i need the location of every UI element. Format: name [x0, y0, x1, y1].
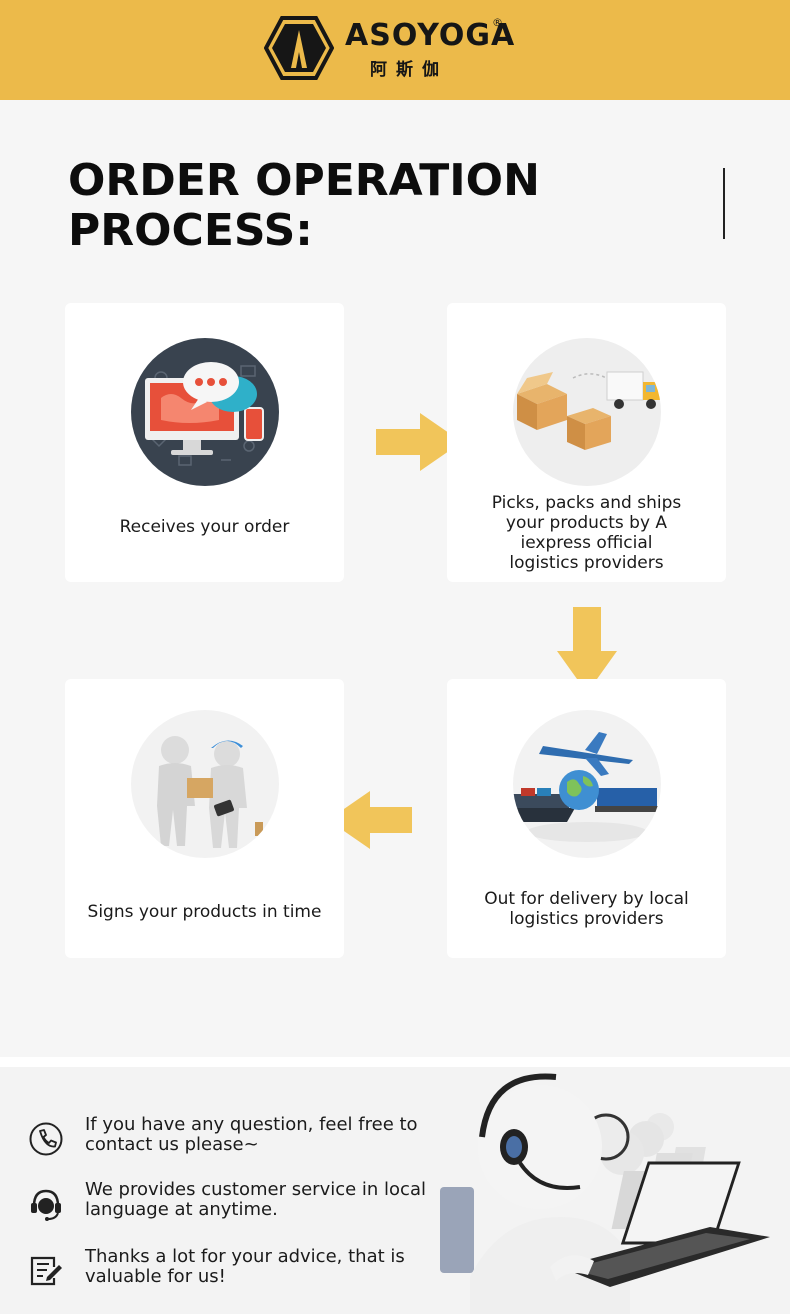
step-text-line: your products by A	[505, 513, 668, 533]
plane-globe-ship-icon	[513, 710, 661, 858]
step-text-out-for-delivery: Out for delivery by local logistics prov…	[447, 889, 726, 929]
step-text-line: logistics providers	[509, 553, 664, 573]
title-divider	[723, 168, 725, 239]
registered-mark: ®	[492, 16, 503, 29]
contact-text-line: valuable for us!	[85, 1266, 226, 1287]
step-text-line: Picks, packs and ships	[491, 493, 682, 513]
step-card-receive-order: Receives your order	[65, 303, 344, 582]
brand-chinese-name: 阿斯伽	[370, 60, 448, 80]
arrow-left-icon	[328, 791, 412, 849]
step-text-line: Out for delivery by local	[484, 889, 689, 909]
page-title-line2: PROCESS:	[68, 205, 313, 256]
contact-text-feedback: Thanks a lot for your advice, that is va…	[85, 1247, 430, 1287]
step-text-line: iexpress official	[520, 533, 653, 553]
contact-text-line: contact us please~	[85, 1134, 259, 1155]
step-card-pick-pack-ship: Picks, packs and ships your products by …	[447, 303, 726, 582]
contact-text-line: We provides customer service in local	[85, 1179, 426, 1200]
contact-text-line: Thanks a lot for your advice, that is	[85, 1246, 405, 1267]
page-title: ORDER OPERATION PROCESS:	[68, 156, 628, 256]
arrow-right-icon	[376, 413, 462, 471]
handover-package-icon	[131, 710, 279, 858]
step-card-sign-products: Signs your products in time	[65, 679, 344, 958]
step-text-receive-order: Receives your order	[119, 517, 290, 537]
step-text-line: logistics providers	[509, 909, 664, 929]
headset-icon	[31, 1189, 61, 1221]
contact-text-service: We provides customer service in local la…	[85, 1180, 430, 1220]
page-title-line1: ORDER OPERATION	[68, 155, 540, 206]
logo-hex-icon	[264, 16, 334, 80]
customer-service-agents-illustration	[440, 1073, 770, 1314]
step-text-pick-pack-ship: Picks, packs and ships your products by …	[447, 493, 726, 573]
step-text-sign-products: Signs your products in time	[87, 902, 322, 922]
arrow-down-icon	[557, 607, 617, 693]
header-bar: ASOYOGA ® 阿斯伽	[0, 0, 790, 100]
feedback-icon	[30, 1256, 62, 1286]
contact-text-line: If you have any question, feel free to	[85, 1114, 418, 1135]
brand-name: ASOYOGA	[345, 18, 516, 53]
contact-text-question: If you have any question, feel free to c…	[85, 1115, 430, 1155]
contact-text-line: language at anytime.	[85, 1199, 278, 1220]
step-card-out-for-delivery: Out for delivery by local logistics prov…	[447, 679, 726, 958]
order-screen-icon	[131, 338, 279, 486]
boxes-truck-icon	[513, 338, 661, 486]
phone-icon	[29, 1122, 63, 1156]
